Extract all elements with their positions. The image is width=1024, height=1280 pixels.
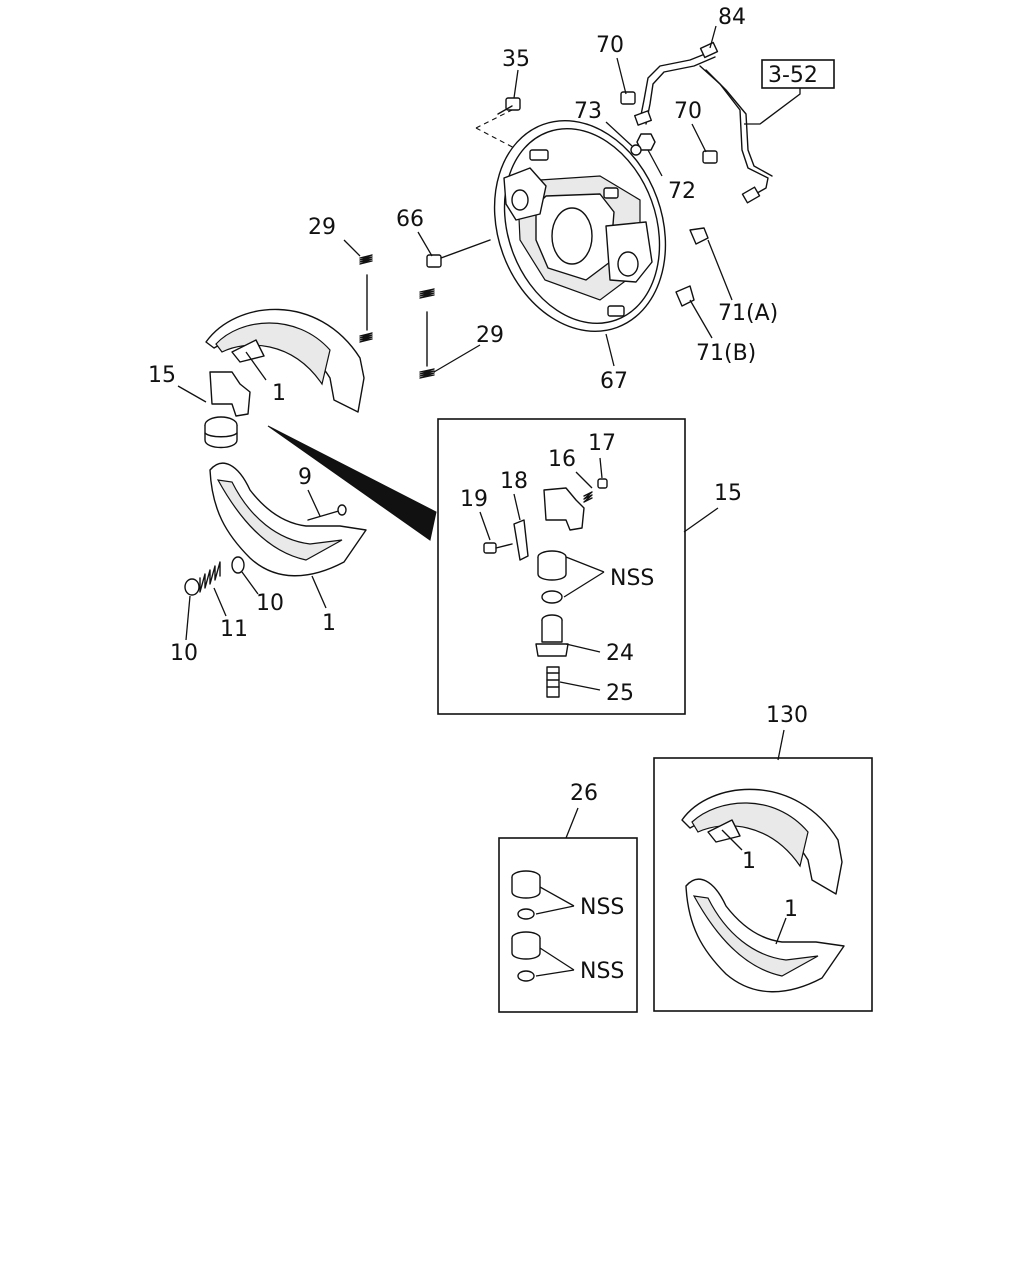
label-25: 25 — [606, 681, 634, 706]
spring-11 — [199, 561, 221, 593]
label-66: 66 — [396, 207, 424, 232]
washer-10a — [184, 578, 200, 596]
return-spring-29a — [359, 254, 373, 343]
label-15-main: 15 — [148, 363, 176, 388]
pipe-clip-70b — [702, 150, 718, 164]
kit-cup-1 — [511, 870, 541, 920]
label-1-kit-lower: 1 — [784, 897, 798, 922]
label-71a: 71(A) — [718, 301, 778, 326]
label-16: 16 — [548, 447, 576, 472]
adjuster-screw-25 — [546, 666, 560, 698]
brake-shoe-upper — [205, 308, 365, 413]
plug-71b — [675, 285, 695, 307]
reference-box — [761, 59, 835, 89]
label-24: 24 — [606, 641, 634, 666]
cylinder-body-detail — [543, 487, 585, 531]
label-35: 35 — [502, 47, 530, 72]
label-19: 19 — [460, 487, 488, 512]
plug-71a — [689, 227, 709, 245]
label-67: 67 — [600, 369, 628, 394]
return-spring-29b — [419, 288, 435, 379]
callout-labels: 84 70 35 3-52 73 70 72 66 29 29 71(A) 71… — [148, 5, 818, 984]
label-72: 72 — [668, 179, 696, 204]
nut-72 — [636, 133, 656, 151]
label-11: 11 — [220, 617, 248, 642]
wheel-cylinder-15 — [204, 371, 251, 449]
leader-lines — [177, 25, 801, 977]
label-130: 130 — [766, 703, 808, 728]
kit-box-130 — [653, 757, 873, 1012]
ring-seal-detail — [541, 590, 563, 604]
label-nss-kit-2: NSS — [580, 959, 624, 984]
backing-plate-67 — [493, 120, 667, 332]
bolt-35 — [475, 97, 561, 165]
kit-box-26 — [498, 837, 638, 1013]
label-71b: 71(B) — [696, 341, 756, 366]
bleeder-16 — [583, 491, 593, 503]
cup-seal-detail — [537, 550, 567, 581]
piston-24 — [535, 614, 569, 657]
label-1-upper: 1 — [272, 381, 286, 406]
label-9: 9 — [298, 465, 312, 490]
kit-shoe-upper — [681, 788, 843, 895]
brake-shoe-lower — [209, 462, 367, 577]
label-1-kit-upper: 1 — [742, 849, 756, 874]
washer-73 — [630, 144, 642, 156]
label-70b: 70 — [674, 99, 702, 124]
label-17: 17 — [588, 431, 616, 456]
label-29b: 29 — [476, 323, 504, 348]
detail-pointer — [267, 425, 437, 541]
bracket-18 — [513, 519, 529, 561]
label-29a: 29 — [308, 215, 336, 240]
kit-shoe-lower — [685, 878, 845, 993]
detail-box-15 — [437, 418, 686, 715]
label-73: 73 — [574, 99, 602, 124]
label-nss-kit-1: NSS — [580, 895, 624, 920]
brake-pipe — [634, 41, 773, 204]
pipe-clip-70a — [620, 91, 636, 105]
label-10-right: 10 — [256, 591, 284, 616]
pin-9 — [307, 504, 347, 521]
label-1-lower: 1 — [322, 611, 336, 636]
label-3-52[interactable]: 3-52 — [768, 63, 818, 88]
bolt-66 — [426, 239, 491, 268]
label-70a: 70 — [596, 33, 624, 58]
cap-17 — [597, 478, 608, 489]
label-18: 18 — [500, 469, 528, 494]
label-26: 26 — [570, 781, 598, 806]
kit-cup-2 — [511, 931, 541, 982]
label-15-detail: 15 — [714, 481, 742, 506]
label-nss-detail: NSS — [610, 566, 654, 591]
screw-19 — [483, 542, 513, 554]
washer-10b — [231, 556, 245, 574]
label-10-left: 10 — [170, 641, 198, 666]
label-84: 84 — [718, 5, 746, 30]
